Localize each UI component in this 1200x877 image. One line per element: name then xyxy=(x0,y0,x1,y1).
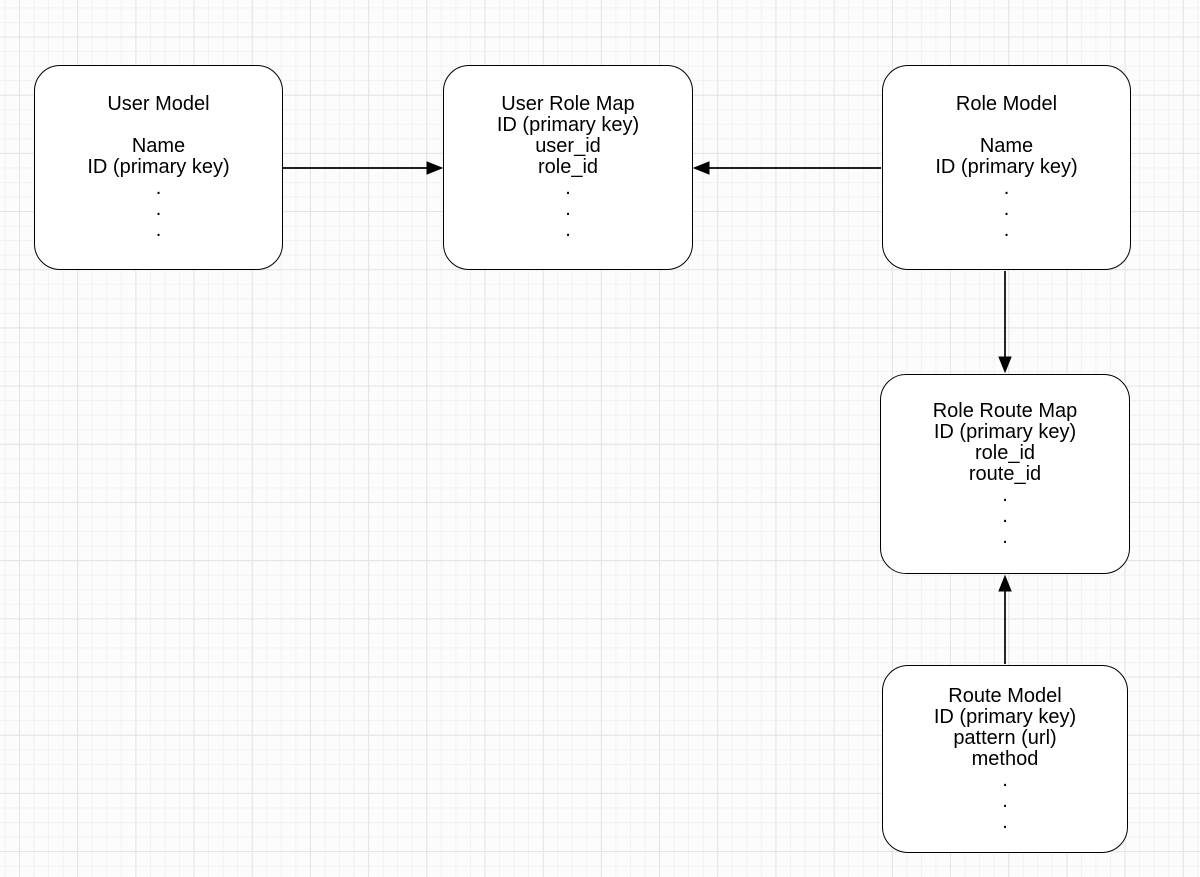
node-line: pattern (url) xyxy=(953,726,1057,749)
node-user-model[interactable]: User Model Name ID (primary key) . . . xyxy=(34,65,283,270)
node-route-model[interactable]: Route Model ID (primary key) pattern (ur… xyxy=(882,665,1128,853)
ellipsis-dot: . xyxy=(565,198,571,220)
node-line: ID (primary key) xyxy=(496,114,640,136)
node-user-role-map[interactable]: User Role Map ID (primary key) user_id r… xyxy=(443,65,693,270)
ellipsis-dot: . xyxy=(1002,789,1008,812)
ellipsis-dot: . xyxy=(1002,525,1008,548)
ellipsis-dot: . xyxy=(155,198,162,220)
arrowhead-down-icon xyxy=(998,356,1012,374)
ellipsis-dot: . xyxy=(1003,177,1010,199)
role-model-title: Role Model xyxy=(955,93,1058,115)
node-role-model[interactable]: Role Model Name ID (primary key) . . . xyxy=(882,65,1131,270)
edge-role-model-to-role-route-map[interactable] xyxy=(998,271,1012,374)
ellipsis-dot: . xyxy=(155,219,162,241)
ellipsis-dot: . xyxy=(1002,483,1008,506)
node-line: ID (primary key) xyxy=(935,156,1078,178)
edge-user-model-to-user-role-map[interactable] xyxy=(283,161,444,175)
ellipsis-dot: . xyxy=(1003,219,1010,241)
node-line: role_id xyxy=(974,441,1036,464)
ellipsis-dot: . xyxy=(565,219,571,241)
arrowhead-left-icon xyxy=(692,161,710,175)
ellipsis-dot: . xyxy=(565,177,571,199)
arrowhead-up-icon xyxy=(998,574,1012,592)
ellipsis-dot: . xyxy=(1002,810,1008,833)
ellipsis-dot: . xyxy=(1002,504,1008,527)
ellipsis-dot: . xyxy=(155,177,162,199)
user-model-title: User Model xyxy=(107,93,210,115)
node-line: user_id xyxy=(535,135,601,157)
role-route-map-title: Role Route Map xyxy=(932,399,1078,422)
arrowhead-right-icon xyxy=(426,161,444,175)
edge-route-model-to-role-route-map[interactable] xyxy=(998,574,1012,664)
node-line: Name xyxy=(131,135,186,157)
node-line: route_id xyxy=(968,462,1042,485)
edge-role-model-to-user-role-map[interactable] xyxy=(692,161,881,175)
node-role-route-map[interactable]: Role Route Map ID (primary key) role_id … xyxy=(880,374,1130,574)
ellipsis-dot: . xyxy=(1003,198,1010,220)
node-line: ID (primary key) xyxy=(933,705,1077,728)
route-model-title: Route Model xyxy=(948,684,1062,707)
node-line: method xyxy=(971,747,1039,770)
user-role-map-title: User Role Map xyxy=(501,93,635,115)
node-line: ID (primary key) xyxy=(933,420,1077,443)
ellipsis-dot: . xyxy=(1002,768,1008,791)
node-line: role_id xyxy=(537,156,599,178)
node-line: Name xyxy=(979,135,1034,157)
node-line: ID (primary key) xyxy=(87,156,230,178)
